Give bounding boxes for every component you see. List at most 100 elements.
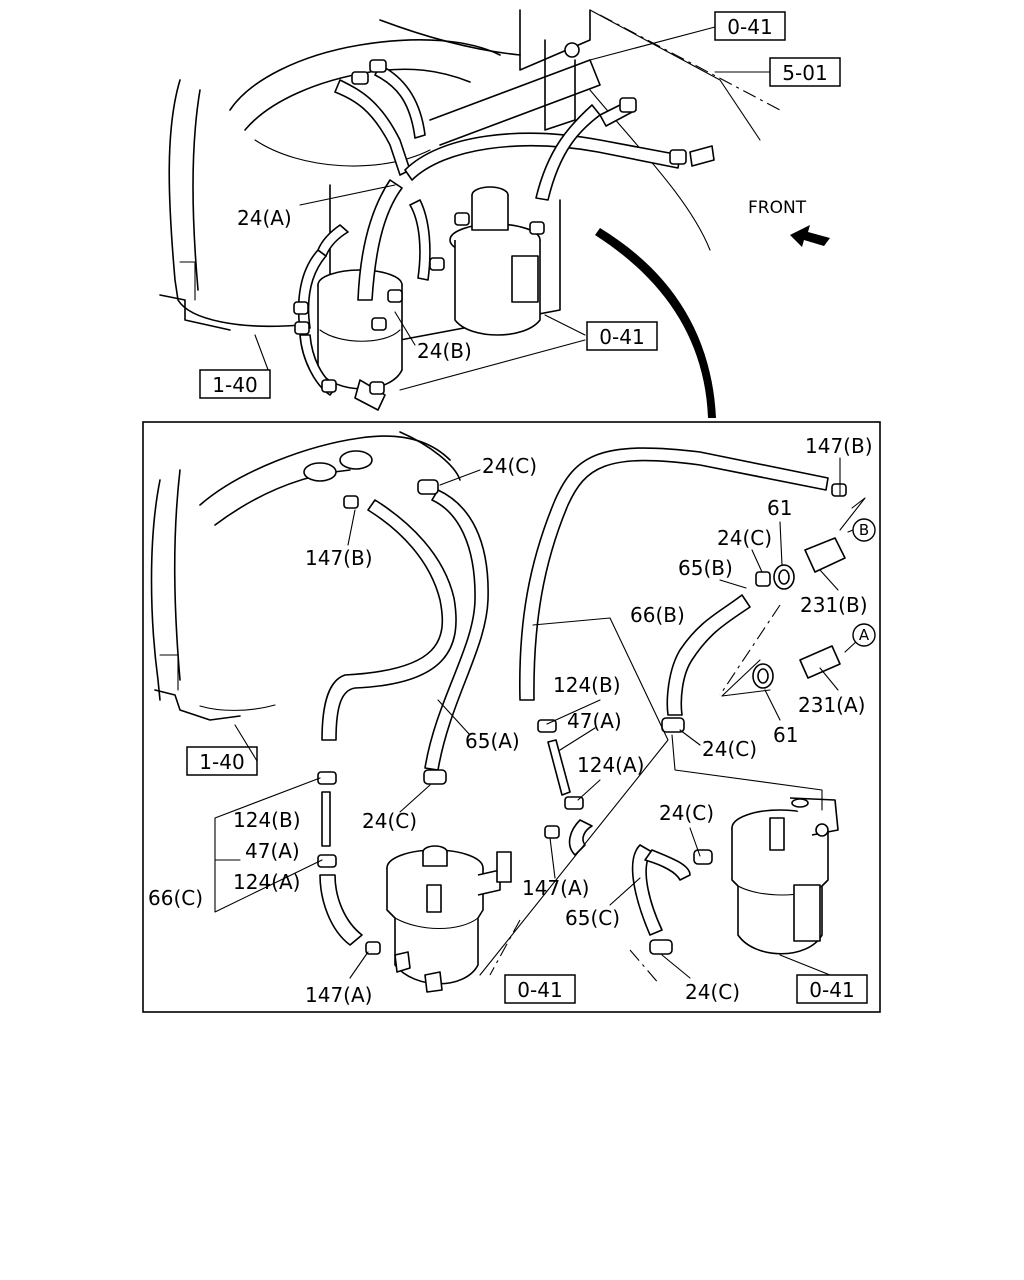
pipe-47a-right (547, 739, 571, 796)
engine-outline-inner (192, 89, 201, 291)
ref-box-501 (769, 57, 841, 87)
leader-041-top (589, 26, 716, 61)
hose-top-6 (357, 179, 403, 301)
leader-65c (609, 877, 641, 906)
inset-center-1 (489, 919, 521, 976)
engine-rim (379, 19, 521, 56)
callout-24c-2: 24(C) (717, 526, 772, 550)
front-label: FRONT (748, 198, 807, 218)
hose-top-7 (409, 199, 431, 281)
callout-147b-1: 147(B) (805, 434, 873, 458)
filter-rear-label (511, 255, 539, 303)
hose-66c-upper (321, 499, 457, 741)
inset-bracket (154, 689, 241, 721)
callout-66c: 66(C) (148, 886, 203, 910)
leader-65b (719, 579, 747, 589)
leader-24b (394, 311, 416, 346)
circle-b-marker (852, 518, 876, 542)
engine-outlet-2 (339, 450, 373, 470)
leader-24c-4 (679, 729, 701, 746)
circle-a-label: A (859, 626, 870, 644)
leader-041-mid (399, 314, 586, 391)
callout-124a-2: 124(A) (233, 870, 300, 894)
clamp-top-13 (619, 97, 637, 113)
inset-frame (142, 421, 881, 1013)
leader-24c-1 (439, 469, 481, 486)
callout-124a-1: 124(A) (577, 753, 644, 777)
clamp-top-2 (369, 59, 387, 73)
leader-24c-3 (399, 784, 431, 813)
ref-501: 5-01 (782, 61, 827, 85)
callout-147a-2: 147(A) (305, 983, 372, 1007)
bracket-tab (179, 261, 196, 301)
clamp-124b-left (317, 771, 337, 785)
inset-filter-left-port (426, 884, 442, 913)
leader-231b (819, 569, 839, 591)
clamp-147b-2 (831, 483, 847, 497)
filter-rear-neck (471, 195, 509, 231)
callout-24c-5: 24(C) (659, 801, 714, 825)
callout-24c-4: 24(C) (362, 809, 417, 833)
grommet-61-upper-hole (778, 569, 790, 585)
clamp-24c-4 (661, 717, 685, 733)
hose-65a (424, 489, 489, 771)
hose-66b-lower (568, 819, 593, 856)
hose-top-9 (317, 224, 349, 257)
pipe-47a-left (321, 791, 331, 847)
engine-outlet-1 (303, 462, 337, 482)
cab-line (589, 9, 761, 141)
filter-front-band (319, 329, 401, 342)
frame-rail (429, 59, 601, 146)
callout-65b: 65(B) (678, 556, 733, 580)
inset-filter-left-neck (422, 852, 448, 867)
leader-47a-1 (559, 727, 596, 751)
ref-140-top: 1-40 (212, 373, 257, 397)
callout-147a-1: 147(A) (522, 876, 589, 900)
clamp-147a-1 (544, 825, 560, 839)
clamp-124a-left (317, 854, 337, 868)
frame-post (544, 39, 576, 131)
clamp-top-8 (321, 379, 337, 393)
leader-61-pair (721, 659, 771, 697)
clamp-top-9 (369, 381, 385, 395)
inset-center-3 (719, 604, 781, 696)
leader-231a (819, 667, 839, 691)
engine-outline-left (168, 79, 301, 328)
clamp-24c-1 (417, 479, 439, 495)
callout-65a: 65(A) (465, 729, 520, 753)
ref-041-top: 0-41 (727, 15, 772, 39)
callout-147b-2: 147(B) (305, 546, 373, 570)
clamp-24c-2 (755, 571, 771, 587)
leader-147a-1 (549, 837, 556, 879)
leader-61-2 (764, 689, 781, 721)
inset-engine-base (199, 704, 276, 711)
inset-engine-inner (173, 469, 181, 681)
leader-24c-2 (751, 549, 763, 573)
callout-61-1: 61 (767, 496, 792, 520)
callout-124b-1: 124(B) (553, 673, 621, 697)
bolt-head (564, 42, 580, 58)
inset-engine-rim (399, 431, 461, 481)
leader-140-inset (234, 724, 258, 762)
inset-center-2 (629, 949, 661, 986)
ref-box-041-inset-left (504, 974, 576, 1004)
clamp-147b-1 (343, 495, 359, 509)
clamp-top-6 (387, 289, 403, 303)
inset-filter-right-hole (791, 798, 809, 808)
leader-24c-5 (689, 827, 701, 857)
clamp-top-1 (351, 71, 369, 85)
inset-filter-left-drain-2 (424, 971, 443, 993)
hose-66b (518, 447, 829, 701)
ref-140-inset: 1-40 (199, 750, 244, 774)
clamp-top-4 (293, 301, 309, 315)
ref-041-mid: 0-41 (599, 325, 644, 349)
leader-147b-b (839, 497, 866, 531)
sleeve-231a (799, 645, 841, 679)
leader-124b-1 (546, 699, 601, 725)
ref-041-inset-right: 0-41 (809, 978, 854, 1002)
leader-124a-1 (577, 779, 601, 801)
clamp-147a-2 (365, 941, 381, 955)
callout-24c-3: 24(C) (702, 737, 757, 761)
callout-66b: 66(B) (630, 603, 685, 627)
ref-box-041-inset-right (796, 974, 868, 1004)
